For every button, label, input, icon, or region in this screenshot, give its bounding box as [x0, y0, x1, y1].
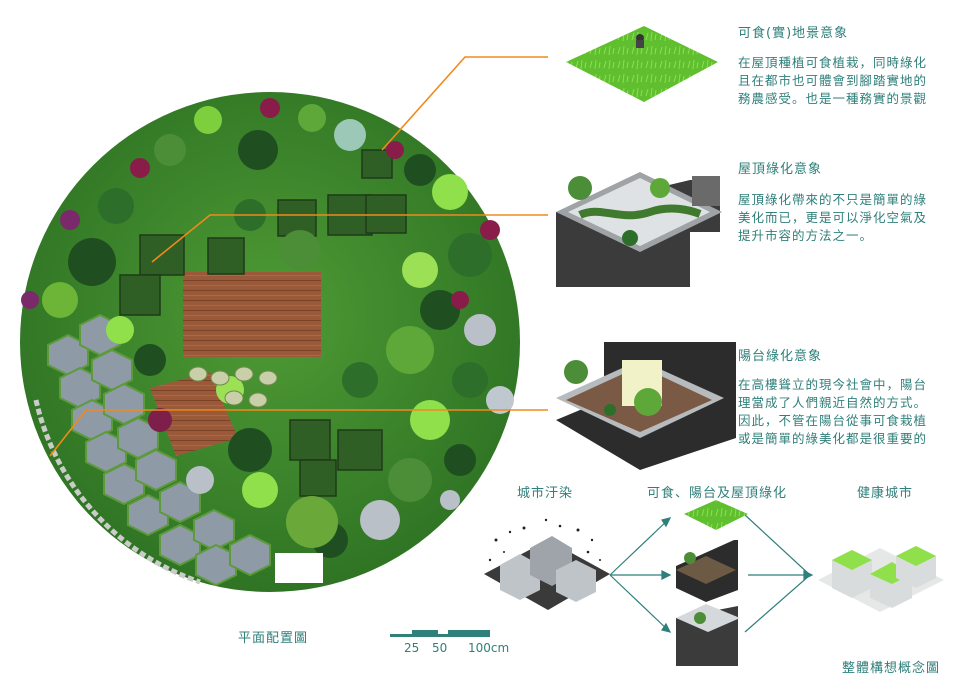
scale-tick-100cm: 100cm: [468, 641, 510, 655]
leafy-plants: [188, 366, 278, 408]
text-line: 在高樓聳立的現今社會中，陽台: [738, 377, 928, 392]
shrubs: [21, 98, 514, 558]
text-line: 理當成了人們親近自然的方式。: [738, 395, 928, 410]
roof-greening-illustration: [556, 172, 722, 287]
text-line: 在屋頂種植可食植栽，同時綠化: [738, 55, 928, 70]
edible-grass-tile: [566, 26, 718, 102]
concept-caption: 整體構想概念圖: [842, 661, 941, 676]
flow-arrows: [609, 514, 814, 633]
scale-tick-50: 50: [432, 641, 448, 655]
flow-roof-icon: [676, 604, 740, 666]
section-text-edible: 在屋頂種植可食植栽，同時綠化 且在都市也可體會到腳踏實地的 務農感受。也是一種務…: [738, 54, 927, 108]
wood-deck-small: [150, 372, 238, 456]
section-title-edible: 可食(實)地景意象: [738, 26, 849, 41]
text-line: 務農感受。也是一種務實的景觀: [738, 91, 928, 106]
text-line: 因此，不管在陽台從事可食栽植: [738, 413, 928, 428]
flow-label-greening: 可食、陽台及屋頂綠化: [647, 486, 788, 501]
section-text-roof: 屋頂綠化帶來的不只是簡單的綠 美化而已，更是可以淨化空氣及 提升市容的方法之一。: [738, 191, 927, 245]
flow-grass-icon: [684, 500, 748, 530]
text-line: 屋頂綠化帶來的不只是簡單的綠: [738, 192, 928, 207]
polluted-city-illustration: [484, 518, 610, 610]
scale-bar: [390, 630, 490, 637]
balcony-greening-illustration: [556, 342, 736, 470]
section-text-balcony: 在高樓聳立的現今社會中，陽台 理當成了人們親近自然的方式。 因此，不管在陽台從事…: [738, 376, 927, 448]
planting-plots: [119, 149, 407, 497]
text-line: 提升市容的方法之一。: [738, 228, 874, 243]
scale-tick-25: 25: [404, 641, 420, 655]
section-title-roof: 屋頂綠化意象: [738, 162, 823, 177]
plan-caption: 平面配置圖: [238, 631, 309, 646]
flow-label-pollution: 城市汙染: [517, 486, 574, 501]
flow-balcony-icon: [676, 540, 738, 602]
text-line: 或是簡單的綠美化都是很重要的: [738, 431, 928, 446]
wood-deck-main: [183, 272, 321, 357]
healthy-city-illustration: [818, 546, 944, 612]
text-line: 美化而已，更是可以淨化空氣及: [738, 210, 928, 225]
white-pad: [275, 553, 323, 583]
text-line: 且在都市也可體會到腳踏實地的: [738, 73, 928, 88]
section-title-balcony: 陽台綠化意象: [738, 349, 823, 364]
leader-lines: [49, 56, 548, 457]
flow-label-healthy-city: 健康城市: [857, 486, 914, 501]
